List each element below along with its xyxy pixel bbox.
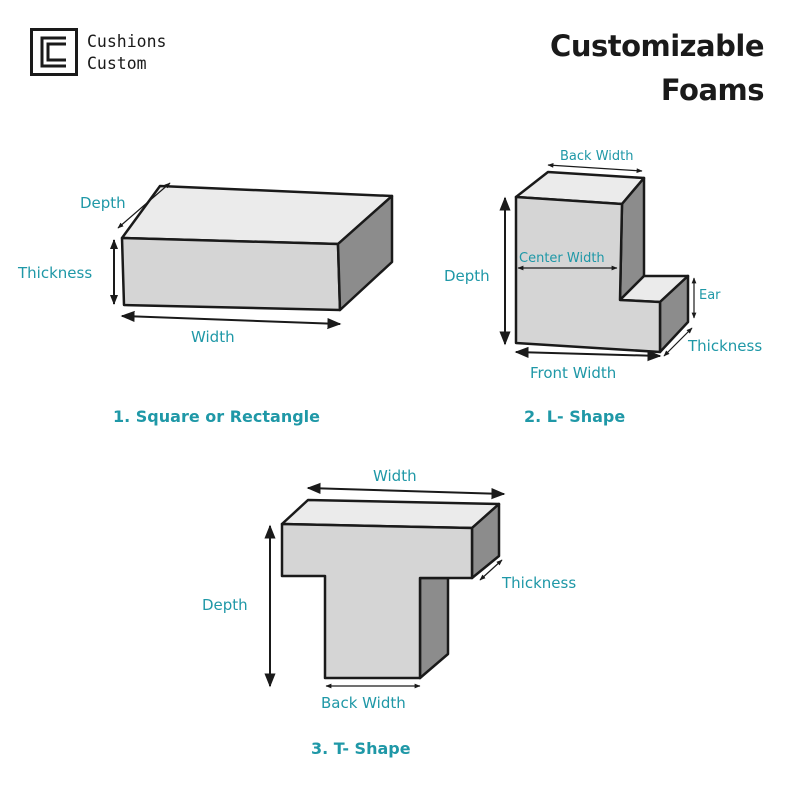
- l-shape-back-width-arrow: [547, 162, 643, 174]
- t-shape-back-width-label: Back Width: [321, 694, 406, 712]
- l-shape-front-width-arrow: [514, 346, 662, 362]
- l-shape-thickness-label: Thickness: [687, 337, 762, 355]
- rectangle-caption: 1. Square or Rectangle: [113, 407, 320, 426]
- brand-name: Cushions Custom: [87, 31, 166, 75]
- brand-logo-icon: [30, 28, 78, 76]
- t-shape-caption: 3. T- Shape: [311, 739, 411, 758]
- t-shape-stem-side-face: [418, 576, 450, 680]
- rectangle-side-face: [336, 194, 394, 312]
- title-line-1: Customizable: [550, 29, 764, 63]
- l-shape-caption: 2. L- Shape: [524, 407, 625, 426]
- t-shape-width-label: Width: [373, 467, 417, 485]
- l-shape-front-face: [514, 195, 662, 354]
- l-shape-foam-shape: [514, 170, 690, 354]
- t-shape-foam-shape: [280, 498, 501, 680]
- rectangle-depth-label: Depth: [80, 194, 126, 212]
- t-shape-thickness-label: Thickness: [501, 574, 576, 592]
- l-shape-center-width-label: Center Width: [519, 251, 605, 266]
- page-title: Customizable Foams: [550, 24, 764, 112]
- t-shape-thickness-arrow: [479, 559, 503, 581]
- rectangle-front-face: [120, 236, 342, 312]
- t-shape-front-face: [280, 522, 474, 680]
- t-shape-width-arrow: [306, 482, 506, 500]
- l-shape-front-width-label: Front Width: [530, 364, 616, 382]
- rectangle-width-arrow: [120, 310, 342, 330]
- l-shape-back-width-label: Back Width: [560, 149, 633, 164]
- l-shape-ear-label: Ear: [699, 288, 721, 303]
- rectangle-depth-arrow: [117, 182, 171, 229]
- title-line-2: Foams: [660, 73, 765, 107]
- brand-line-2: Custom: [87, 54, 147, 73]
- l-shape-thickness-arrow: [663, 327, 693, 357]
- t-shape-depth-label: Depth: [202, 596, 248, 614]
- rectangle-width-label: Width: [191, 328, 235, 346]
- rectangle-foam-shape: [120, 184, 394, 312]
- rectangle-thickness-label: Thickness: [17, 264, 92, 282]
- l-shape-depth-label: Depth: [444, 267, 490, 285]
- brand-line-1: Cushions: [87, 32, 167, 51]
